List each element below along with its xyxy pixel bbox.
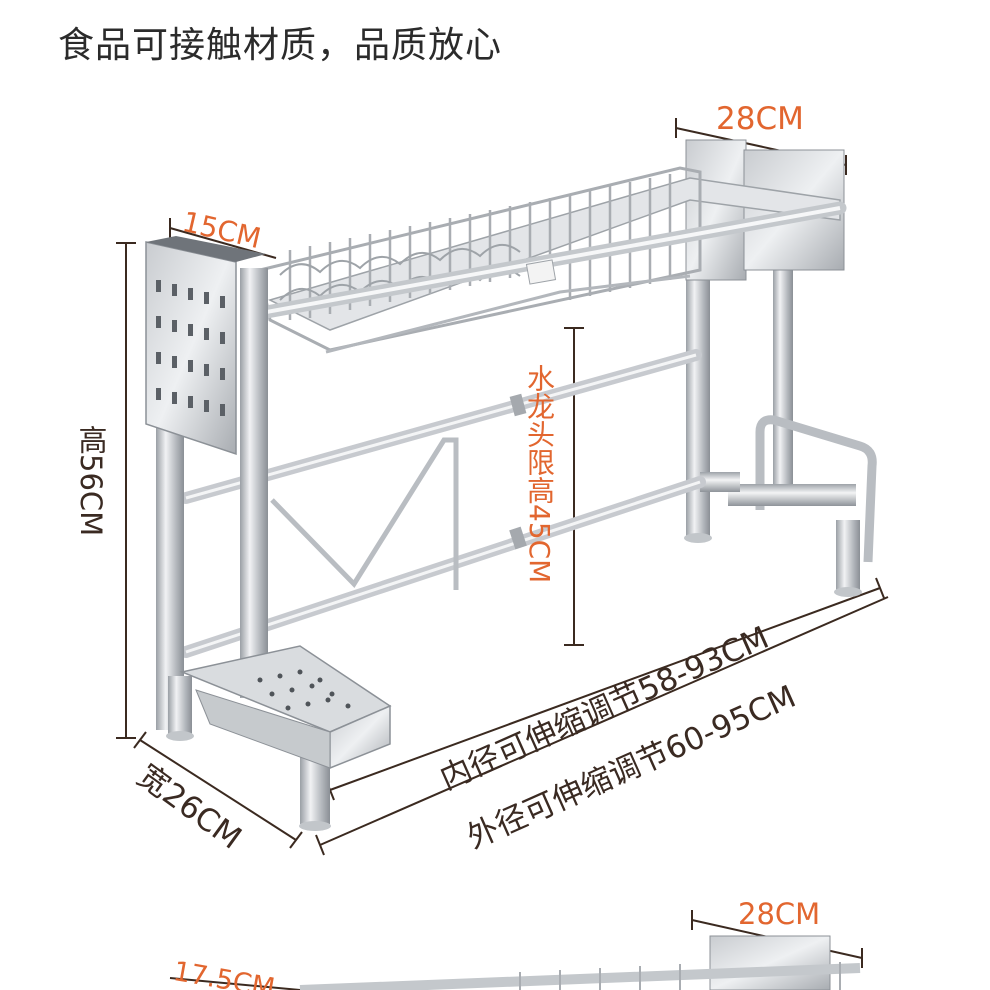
dimension-label-depth-second: 28CM bbox=[738, 897, 821, 931]
dimension-label-faucet-limit: 水龙头限高45CM bbox=[523, 364, 556, 584]
dimension-lines bbox=[116, 118, 889, 990]
dimension-label-height: 高56CM bbox=[74, 425, 108, 537]
headline: 食品可接触材质，品质放心 bbox=[58, 25, 503, 66]
dimension-label-depth: 28CM bbox=[716, 101, 804, 137]
dish-basket bbox=[243, 166, 847, 354]
rack-rods bbox=[180, 349, 706, 658]
second-rack-preview bbox=[299, 935, 861, 990]
rack-front-frame bbox=[145, 236, 862, 831]
